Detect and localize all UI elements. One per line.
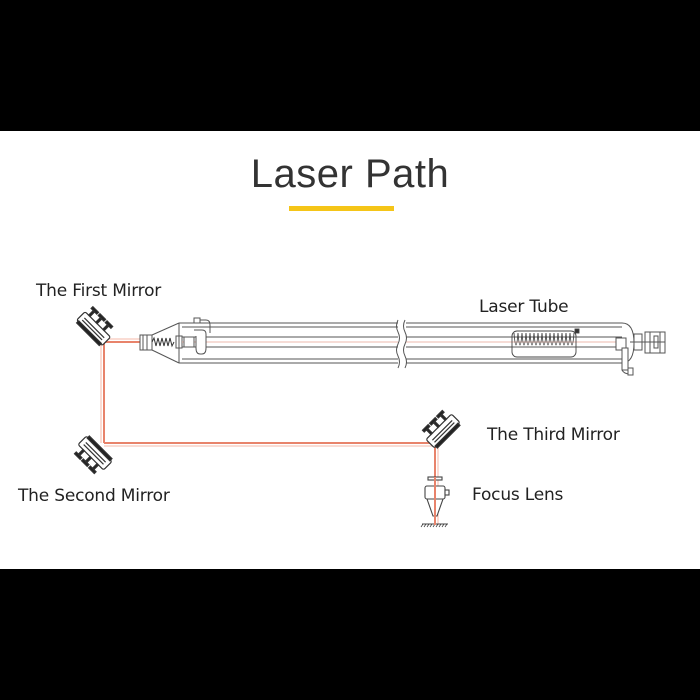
second-mirror-icon bbox=[73, 435, 113, 475]
laser-tube-icon bbox=[139, 317, 666, 376]
page-title: Laser Path bbox=[250, 152, 450, 196]
first-mirror-icon bbox=[75, 305, 114, 347]
title-underline bbox=[289, 206, 394, 211]
diagram-panel bbox=[0, 131, 700, 569]
first-mirror-label: The First Mirror bbox=[36, 281, 162, 301]
focus-lens-label: Focus Lens bbox=[472, 485, 564, 505]
laser-tube-label: Laser Tube bbox=[479, 297, 569, 317]
second-mirror-label: The Second Mirror bbox=[18, 486, 170, 506]
third-mirror-icon bbox=[421, 409, 461, 449]
third-mirror-label: The Third Mirror bbox=[487, 425, 620, 445]
